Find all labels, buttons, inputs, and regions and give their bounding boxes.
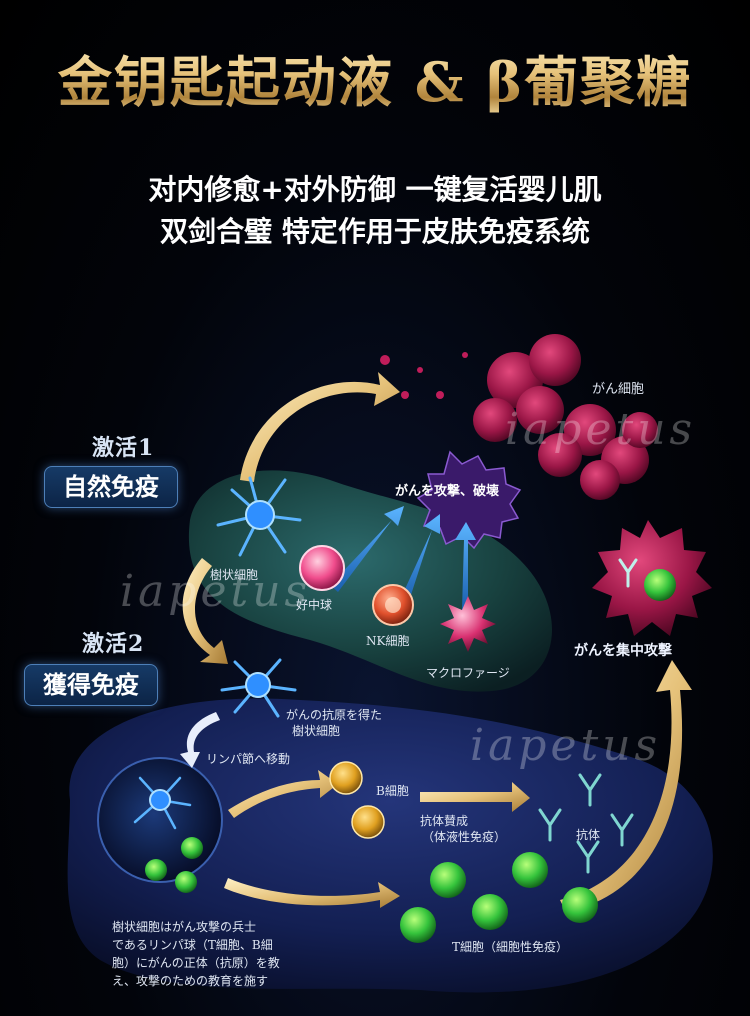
tcells: [400, 852, 598, 943]
bcell-2: [351, 805, 385, 839]
antibody-production-label-1: 抗体賛成: [420, 814, 469, 828]
watermark-2: iapetus: [120, 566, 312, 617]
antibody-label: 抗体: [576, 828, 601, 842]
neutrophil-label: 好中球: [296, 598, 333, 612]
macrophage-cell: [440, 596, 496, 652]
acquired-immunity-region: [67, 698, 713, 993]
macrophage-label: マクロファージ: [426, 666, 510, 680]
watermark-3: iapetus: [470, 720, 662, 771]
cancer-cell-cluster: [380, 334, 658, 500]
tcell-label: T細胞（細胞性免疫）: [452, 940, 569, 954]
watermark-1: iapetus: [505, 404, 697, 455]
cancer-cell-label: がん細胞: [592, 382, 645, 397]
attack-burst: [416, 450, 522, 550]
description-line-2: であるリンパ球（T細胞、B細: [112, 938, 273, 952]
concentrated-attack-label: がんを集中攻撃: [574, 643, 672, 659]
attack-burst-label: がんを攻撃、破壊: [395, 484, 500, 499]
gold-arrows: [182, 372, 692, 912]
lymph-tcell-3: [175, 871, 197, 893]
activation-2-label: 激活2: [82, 631, 145, 657]
antibodies: [538, 773, 634, 874]
dendritic-cell-lymph: [133, 776, 192, 830]
lymph-tcell-1: [181, 837, 203, 859]
concentrated-attack-cell: [592, 520, 712, 636]
acquired-immunity-badge: 獲得免疫: [24, 664, 158, 706]
dendritic-cell-innate: [216, 476, 302, 557]
innate-immunity-badge: 自然免疫: [44, 466, 178, 508]
page-title: 金钥匙起动液 & β葡聚糖: [0, 38, 750, 117]
description-line-1: 樹状細胞はがん攻撃の兵士: [112, 920, 257, 934]
subtitle-line-2: 双剑合璧 特定作用于皮肤免疫系统: [160, 215, 590, 248]
arrow-to-bcell: [228, 770, 338, 818]
dendritic-cell-label: 樹状細胞: [210, 568, 259, 582]
innate-attack-arrows: [330, 506, 476, 610]
description-line-3: 胞）にがんの正体（抗原）を教: [112, 956, 280, 970]
dendritic-antigen-label-2: 樹状細胞: [292, 724, 341, 738]
arrow-to-lymph: [180, 712, 220, 768]
arrow-to-concentrated-attack: [560, 660, 692, 912]
nk-cell: [372, 584, 414, 626]
arrow-to-tcell: [224, 878, 400, 908]
description-line-4: え、攻撃のための教育を施す: [112, 974, 269, 988]
bcell-label: B細胞: [376, 784, 409, 798]
arrow-to-antibody: [420, 782, 530, 812]
antibody-production-label-2: （体液性免疫）: [422, 830, 507, 844]
arrow-to-cancer: [240, 372, 400, 482]
subtitle-line-1: 对内修愈+对外防御 一键复活婴儿肌: [148, 173, 602, 206]
lymph-tcell-2: [145, 859, 167, 881]
dendritic-antigen-label-1: がんの抗原を得た: [286, 708, 383, 722]
arrow-activation-2: [182, 558, 228, 664]
dendritic-cell-acquired: [220, 658, 297, 718]
neutrophil-cell: [299, 545, 345, 591]
bcell-1: [329, 761, 363, 795]
activation-1-label: 激活1: [92, 435, 155, 461]
nk-cell-label: NK細胞: [366, 634, 410, 648]
move-to-lymph-label: リンパ節へ移動: [206, 752, 291, 766]
